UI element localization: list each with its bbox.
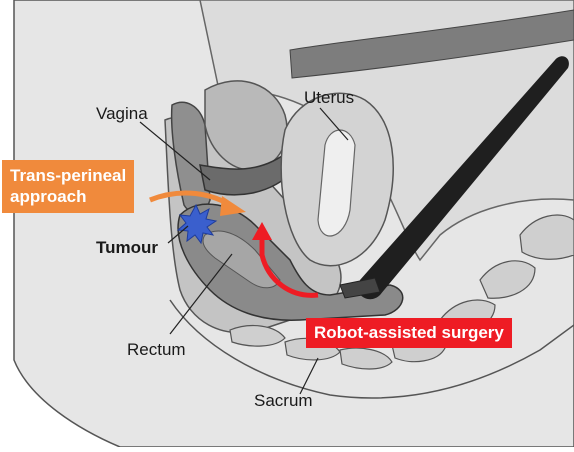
label-sacrum: Sacrum — [254, 392, 313, 409]
trans-perineal-approach-box: Trans-perineal approach — [2, 160, 134, 213]
trans-perineal-line2: approach — [10, 186, 126, 207]
label-vagina: Vagina — [96, 105, 148, 122]
label-uterus: Uterus — [304, 89, 354, 106]
trans-perineal-line1: Trans-perineal — [10, 165, 126, 186]
robot-assisted-label: Robot-assisted surgery — [314, 322, 504, 343]
robot-assisted-surgery-box: Robot-assisted surgery — [306, 318, 512, 348]
label-tumour: Tumour — [96, 239, 158, 256]
label-rectum: Rectum — [127, 341, 186, 358]
